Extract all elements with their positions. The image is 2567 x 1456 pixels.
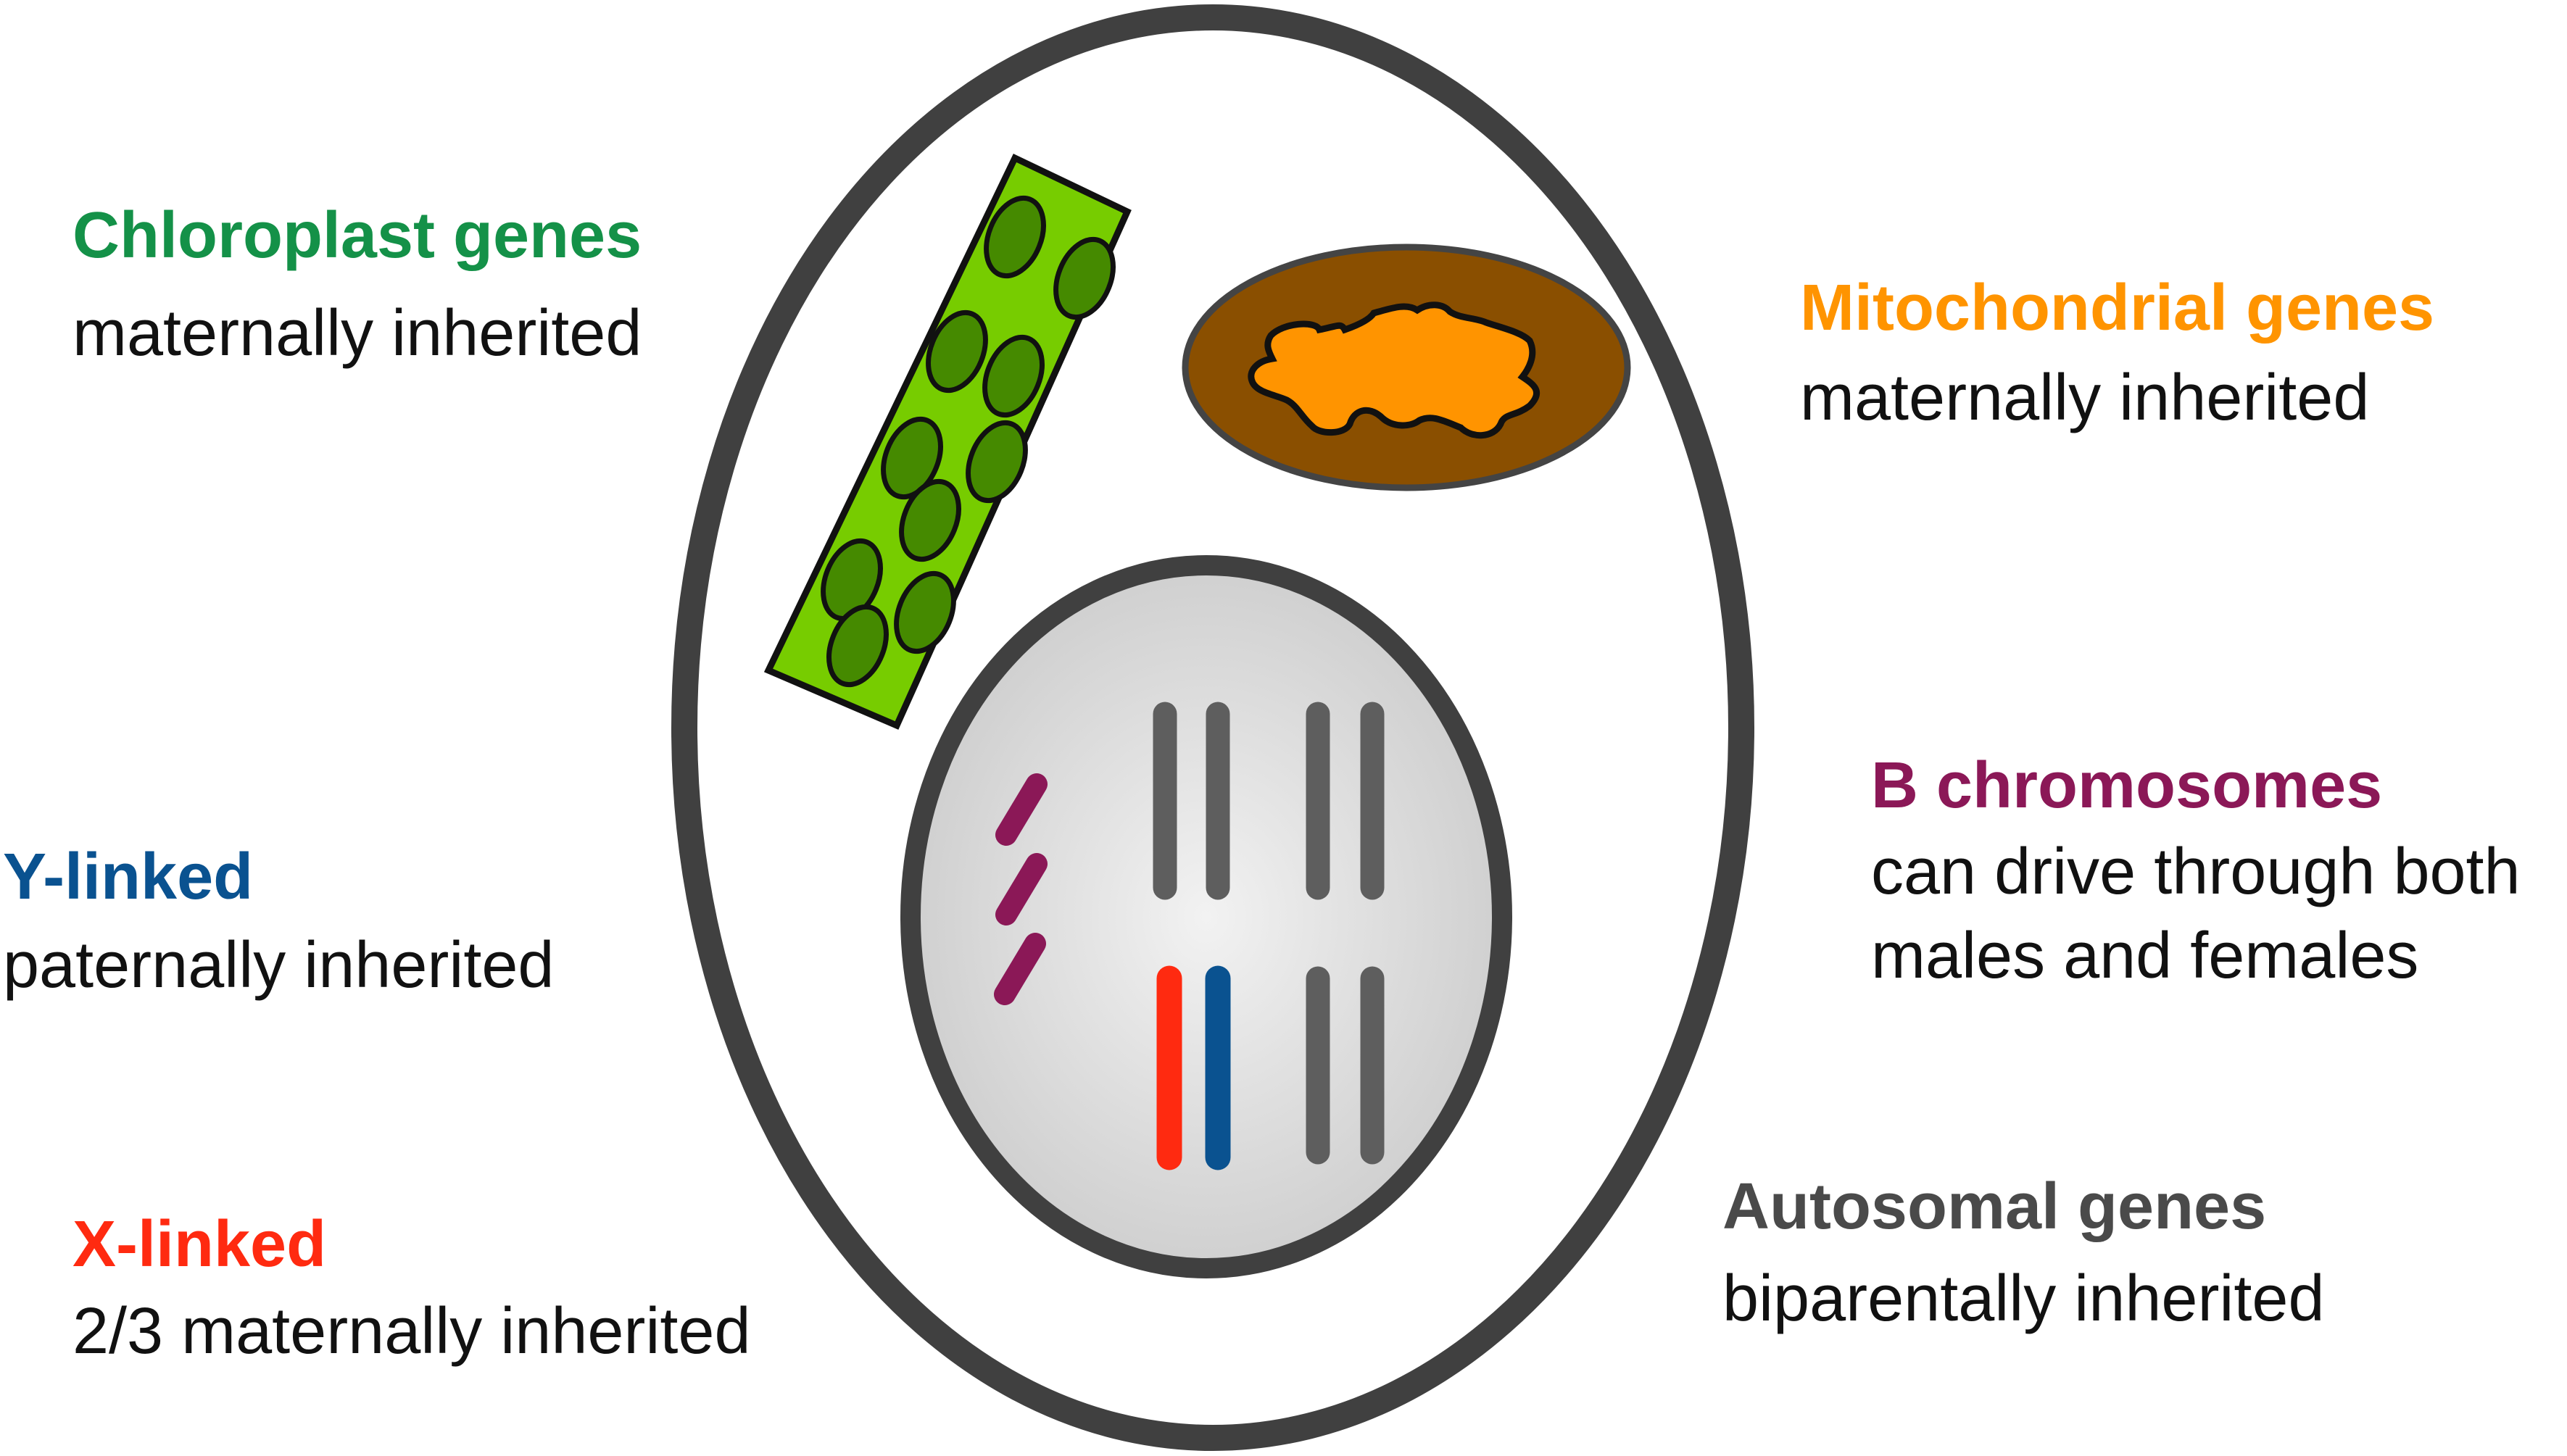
label-title: Autosomal genes [1722, 1170, 2266, 1243]
label-y-linked: Y-linked paternally inherited [3, 841, 554, 1002]
b-chromosomes [994, 773, 1048, 1005]
label-title: B chromosomes [1871, 749, 2382, 822]
nucleus-envelope [900, 555, 1512, 1278]
label-subtitle: maternally inherited [1800, 362, 2369, 434]
chloroplast [763, 154, 1132, 730]
label-x-linked: X-linked 2/3 maternally inherited [72, 1208, 751, 1368]
label-subtitle: maternally inherited [72, 297, 642, 370]
thylakoid [1053, 236, 1116, 320]
mitochondrion-cristae [1248, 301, 1540, 439]
autosomes [1153, 702, 1385, 1165]
label-b-chromosomes: B chromosomes can drive through both mal… [1871, 749, 2521, 992]
label-subtitle: 2/3 maternally inherited [72, 1295, 751, 1368]
label-subtitle: can drive through both [1871, 836, 2521, 908]
thylakoid [899, 478, 961, 562]
thylakoid [982, 334, 1045, 418]
b-chromosome [995, 853, 1048, 925]
label-title: X-linked [72, 1208, 326, 1281]
label-autosomal: Autosomal genes biparentally inherited [1722, 1170, 2325, 1335]
thylakoids [821, 195, 1116, 688]
nucleus [900, 555, 1512, 1278]
label-chloroplast: Chloroplast genes maternally inherited [72, 199, 642, 370]
label-subtitle-2: males and females [1871, 920, 2418, 992]
label-title: Chloroplast genes [72, 199, 642, 272]
b-chromosome [995, 773, 1048, 846]
label-subtitle: biparentally inherited [1722, 1262, 2325, 1335]
thylakoid [966, 420, 1028, 504]
b-chromosome [994, 933, 1046, 1005]
label-title: Mitochondrial genes [1800, 272, 2434, 344]
thylakoid [826, 604, 889, 688]
thylakoid [984, 195, 1046, 279]
thylakoid [894, 570, 956, 654]
mitochondrion [1182, 244, 1631, 491]
thylakoid [926, 309, 988, 394]
label-subtitle: paternally inherited [3, 929, 554, 1002]
thylakoid [881, 416, 943, 500]
label-mitochondrial: Mitochondrial genes maternally inherited [1800, 272, 2434, 434]
thylakoid [821, 538, 883, 622]
label-title: Y-linked [3, 841, 253, 913]
